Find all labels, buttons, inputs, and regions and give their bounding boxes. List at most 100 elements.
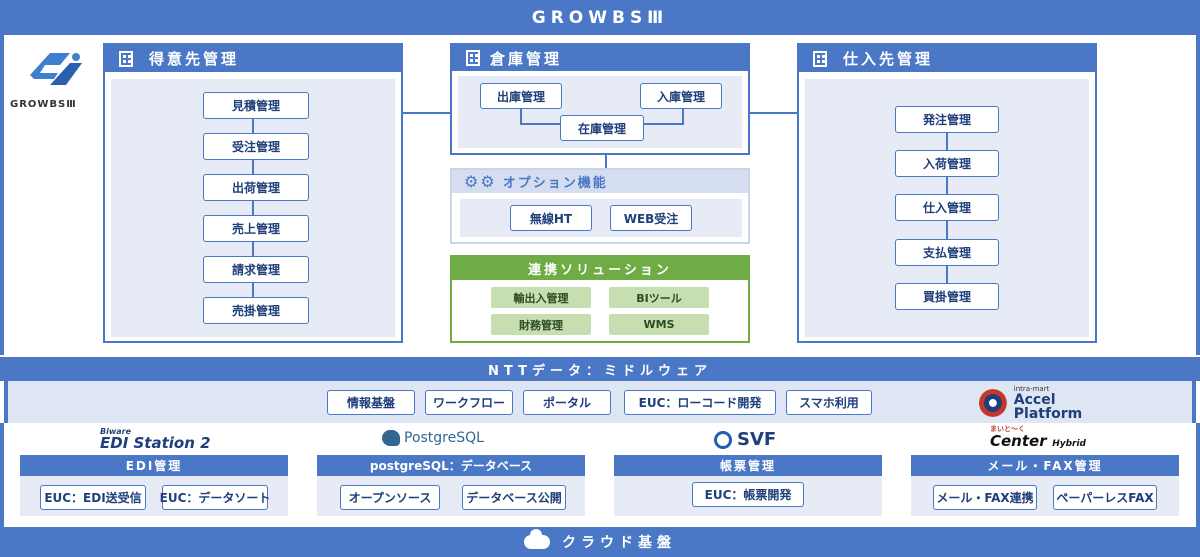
svf-logo-text: SVF [737,429,777,450]
growbs-logo: GROWBSⅢ [10,45,100,115]
svf-icon [714,430,732,449]
customer-panel: 得意先管理 見積管理 受注管理 出荷管理 売上管理 請求管理 売掛管理 [103,43,403,343]
warehouse-title: 倉庫管理 [490,49,563,68]
warehouse-panel-header: 倉庫管理 [452,45,748,71]
center-logo-text: Center [990,432,1047,450]
edi-logo-text: EDI Station 2 [100,434,211,452]
warehouse-inbound[interactable]: 入庫管理 [640,83,722,109]
supplier-item[interactable]: 発注管理 [895,106,999,133]
options-body: 無線HT WEB受注 [460,199,742,237]
mailfax-header: メール・FAX管理 [911,455,1179,476]
customer-item[interactable]: 出荷管理 [203,174,309,201]
options-title: オプション機能 [502,176,608,191]
wh-line-left-h [520,123,560,125]
customer-item[interactable]: 売上管理 [203,215,309,242]
wh-line-right-v [682,106,684,124]
linkage-item[interactable]: 輸出入管理 [491,287,591,308]
edi-station-logo: Biware EDI Station 2 [100,428,211,451]
svf-item[interactable]: EUC：帳票開発 [692,482,804,507]
options-panel: ⚙⚙ オプション機能 無線HT WEB受注 [450,168,750,244]
top-band: GROWBSⅢ [0,0,1200,35]
connector-vertical [605,154,607,170]
edi-logo-small: Biware [100,427,131,436]
platform-small: intra-mart [1013,384,1050,393]
customer-panel-body: 見積管理 受注管理 出荷管理 売上管理 請求管理 売掛管理 [111,79,395,337]
options-header: ⚙⚙ オプション機能 [452,170,748,193]
accel-platform-icon [978,389,1007,417]
edi-item[interactable]: EUC：EDI送受信 [40,485,146,510]
middleware-title: NTTデータ：ミドルウェア [488,363,712,379]
cloud-icon [524,529,550,549]
warehouse-icon [466,50,480,66]
cloud-title: クラウド基盤 [562,535,676,551]
linkage-item[interactable]: WMS [609,314,709,335]
supplier-panel-body: 発注管理 入荷管理 仕入管理 支払管理 買掛管理 [805,79,1089,337]
center-hybrid-logo: まいと〜く Center Hybrid [990,426,1086,449]
postgresql-item[interactable]: データベース公開 [462,485,566,510]
customer-title: 得意先管理 [149,50,240,68]
postgresql-header: postgreSQL：データベース [317,455,585,476]
center-logo-small: まいと〜く [990,425,1025,433]
building-icon [119,50,133,67]
connector-right [748,112,798,114]
supplier-panel-header: 仕入先管理 [799,45,1095,72]
middleware-item[interactable]: EUC：ローコード開発 [624,390,776,415]
supplier-panel: 仕入先管理 発注管理 入荷管理 仕入管理 支払管理 買掛管理 [797,43,1097,343]
option-item[interactable]: 無線HT [510,205,592,231]
main-frame [0,35,1200,355]
customer-panel-header: 得意先管理 [105,45,401,72]
mailfax-item[interactable]: ペーパーレスFAX [1053,485,1157,510]
customer-item[interactable]: 見積管理 [203,92,309,119]
linkage-header: 連携ソリューション [452,257,748,280]
elephant-icon [382,430,400,446]
warehouse-panel-body: 出庫管理 入庫管理 在庫管理 [458,76,742,148]
linkage-panel: 連携ソリューション 輸出入管理 BIツール 財務管理 WMS [450,255,750,343]
customer-item[interactable]: 受注管理 [203,133,309,160]
customer-item[interactable]: 請求管理 [203,256,309,283]
svf-body: EUC：帳票開発 [614,476,882,516]
logo-text: GROWBSⅢ [10,99,77,110]
linkage-title: 連携ソリューション [528,263,672,278]
platform-name: Accel Platform [1013,391,1083,422]
center-logo-suffix: Hybrid [1052,439,1086,449]
edi-item[interactable]: EUC：データソート [160,485,270,510]
middleware-item[interactable]: ポータル [523,390,611,415]
middleware-item[interactable]: スマホ利用 [786,390,872,415]
postgresql-body: オープンソース データベース公開 [317,476,585,516]
supplier-item[interactable]: 買掛管理 [895,283,999,310]
wh-line-left-v [520,106,522,124]
edi-body: EUC：EDI送受信 EUC：データソート [20,476,288,516]
supplier-item[interactable]: 入荷管理 [895,150,999,177]
wh-line-right-h [644,123,684,125]
connector-left [402,112,452,114]
accel-platform-logo: intra-mart Accel Platform [978,384,1128,422]
growbs-logo-icon [30,53,82,85]
supplier-item[interactable]: 仕入管理 [895,194,999,221]
warehouse-inventory[interactable]: 在庫管理 [560,115,644,141]
cloud-band: クラウド基盤 [0,527,1200,557]
middleware-item[interactable]: ワークフロー [425,390,513,415]
customer-item[interactable]: 売掛管理 [203,297,309,324]
app-title: GROWBSⅢ [531,7,669,28]
svf-logo: SVF [714,429,776,450]
supplier-title: 仕入先管理 [843,50,934,68]
option-item[interactable]: WEB受注 [610,205,692,231]
middleware-item[interactable]: 情報基盤 [327,390,415,415]
gear-icon: ⚙⚙ [464,172,497,191]
svf-header: 帳票管理 [614,455,882,476]
supplier-item[interactable]: 支払管理 [895,239,999,266]
linkage-item[interactable]: BIツール [609,287,709,308]
linkage-item[interactable]: 財務管理 [491,314,591,335]
postgresql-item[interactable]: オープンソース [340,485,440,510]
svf-title: 帳票管理 [719,459,776,473]
mailfax-body: メール・FAX連携 ペーパーレスFAX [911,476,1179,516]
middleware-band: NTTデータ：ミドルウェア [0,357,1200,381]
building-icon [813,50,827,67]
mailfax-item[interactable]: メール・FAX連携 [933,485,1037,510]
customer-flow-line [252,99,254,309]
postgresql-logo: PostgreSQL [382,430,484,446]
postgresql-logo-text: PostgreSQL [404,430,484,446]
postgresql-title: postgreSQL：データベース [369,459,533,473]
warehouse-outbound[interactable]: 出庫管理 [480,83,562,109]
edi-title: EDI管理 [125,459,183,473]
